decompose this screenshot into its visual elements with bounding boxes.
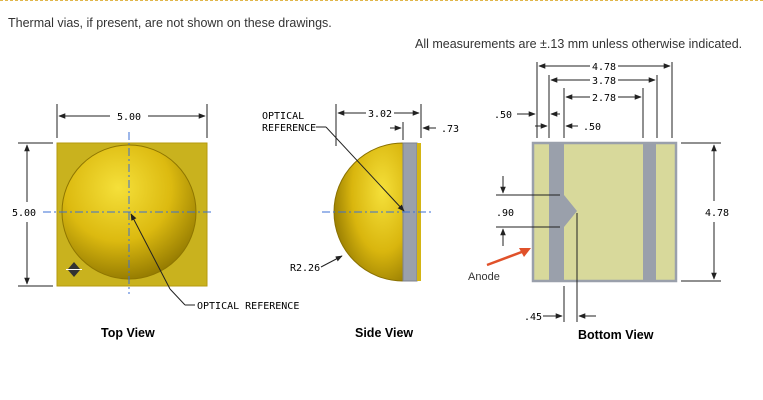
bottom-margin-50-label: .50	[494, 110, 512, 121]
thermal-vias-note: Thermal vias, if present, are not shown …	[8, 16, 332, 30]
side-view-dome	[333, 142, 404, 282]
side-optical-label-line2: REFERENCE	[262, 123, 316, 134]
anode-arrowhead	[519, 248, 531, 257]
top-optical-reference-label: OPTICAL REFERENCE	[197, 301, 299, 312]
bottom-view-stripe-left	[549, 144, 564, 280]
top-dashed-rule	[0, 0, 763, 1]
polarity-marker-icon	[66, 262, 82, 277]
top-view: 5.00 5.00 OPTICAL REFERENCE Top View	[12, 104, 299, 340]
side-optical-label-line1: OPTICAL	[262, 111, 304, 122]
bottom-notch-45-label: .45	[524, 312, 542, 323]
bottom-width-478-label: 4.78	[592, 62, 616, 73]
bottom-view: 4.78 3.78 2.78 .50 .50 .90 4.78 .	[468, 62, 729, 342]
bottom-notch-90-label: .90	[496, 208, 514, 219]
bottom-height-478-label: 4.78	[705, 208, 729, 219]
side-substrate-dim-label: .73	[441, 124, 459, 135]
top-height-dim-label: 5.00	[12, 208, 36, 219]
tolerance-note: All measurements are ±.13 mm unless othe…	[415, 37, 743, 51]
top-view-caption: Top View	[101, 326, 155, 340]
top-width-dim-label: 5.00	[117, 112, 141, 123]
anode-notch	[564, 195, 577, 227]
bottom-stripe-50-label: .50	[583, 122, 601, 133]
bottom-view-caption: Bottom View	[578, 328, 654, 342]
side-view: 3.02 .73 OPTICAL REFERENCE R2.26 Side Vi…	[262, 104, 459, 340]
anode-label: Anode	[468, 271, 500, 283]
side-height-dim-label: 3.02	[368, 109, 392, 120]
side-view-caption: Side View	[355, 326, 413, 340]
bottom-width-378-label: 3.78	[592, 76, 616, 87]
side-radius-dim-label: R2.26	[290, 263, 320, 274]
bottom-view-stripe-right	[643, 144, 656, 280]
bottom-width-278-label: 2.78	[592, 93, 616, 104]
anode-arrow	[486, 248, 528, 267]
